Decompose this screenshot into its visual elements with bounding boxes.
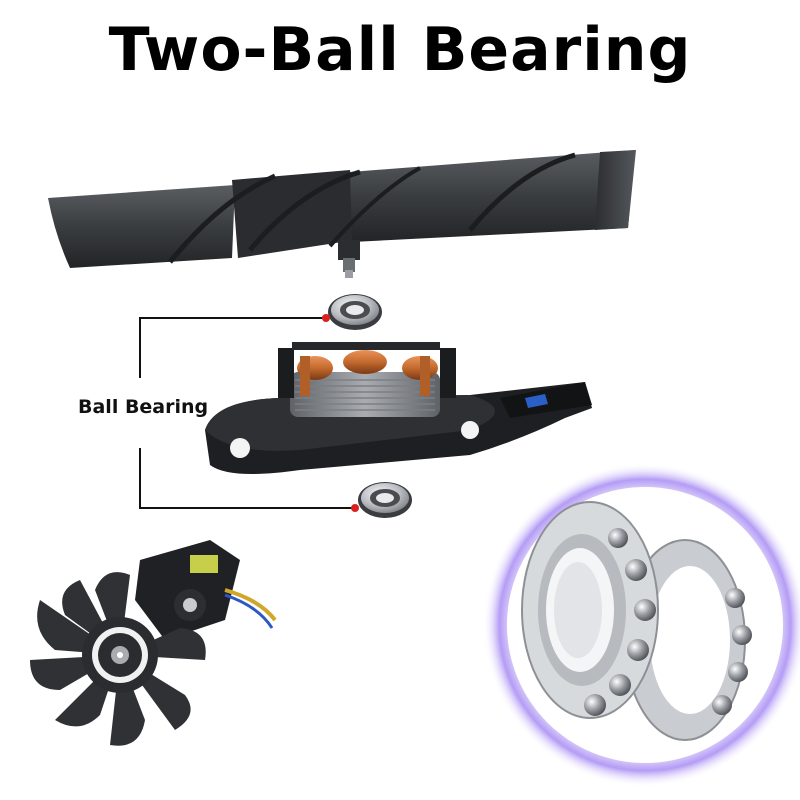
motor-stator-base [205, 342, 592, 474]
callout-dot-upper [322, 314, 330, 322]
assembled-fan [30, 540, 277, 746]
upper-ball-bearing [328, 294, 382, 330]
page-title: Two-Ball Bearing [108, 15, 692, 85]
ball-bearing-label: Ball Bearing [78, 396, 209, 418]
callout-lines [139, 314, 359, 512]
callout-dot-lower [351, 504, 359, 512]
ball-bearing-pair-closeup [483, 463, 800, 787]
fan-blade-hub [48, 150, 636, 278]
lower-ball-bearing [358, 482, 412, 518]
